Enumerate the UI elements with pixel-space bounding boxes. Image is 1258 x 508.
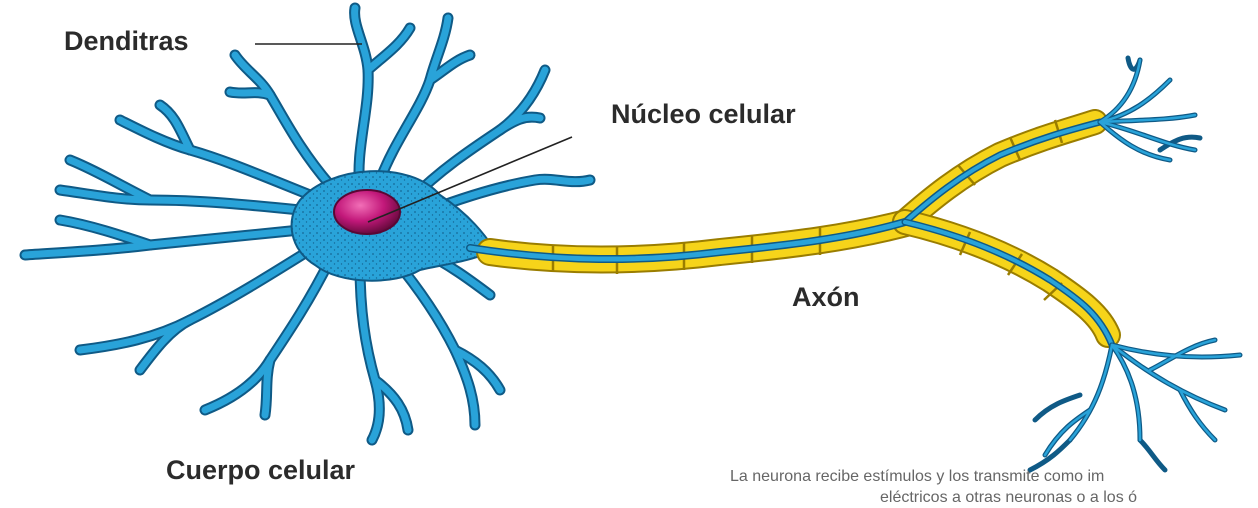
cell-body-label: Cuerpo celular [166, 455, 355, 486]
axon-label: Axón [792, 282, 860, 313]
caption-line-2: eléctricos a otras neuronas o a los ó [880, 487, 1137, 508]
neuron-illustration [0, 0, 1258, 495]
dendrites-label: Denditras [64, 26, 189, 57]
nucleus-label: Núcleo celular [611, 99, 796, 130]
axon [470, 120, 1112, 345]
neuron-diagram: Denditras Núcleo celular Axón Cuerpo cel… [0, 0, 1258, 495]
caption-line-1: La neurona recibe estímulos y los transm… [730, 466, 1104, 487]
